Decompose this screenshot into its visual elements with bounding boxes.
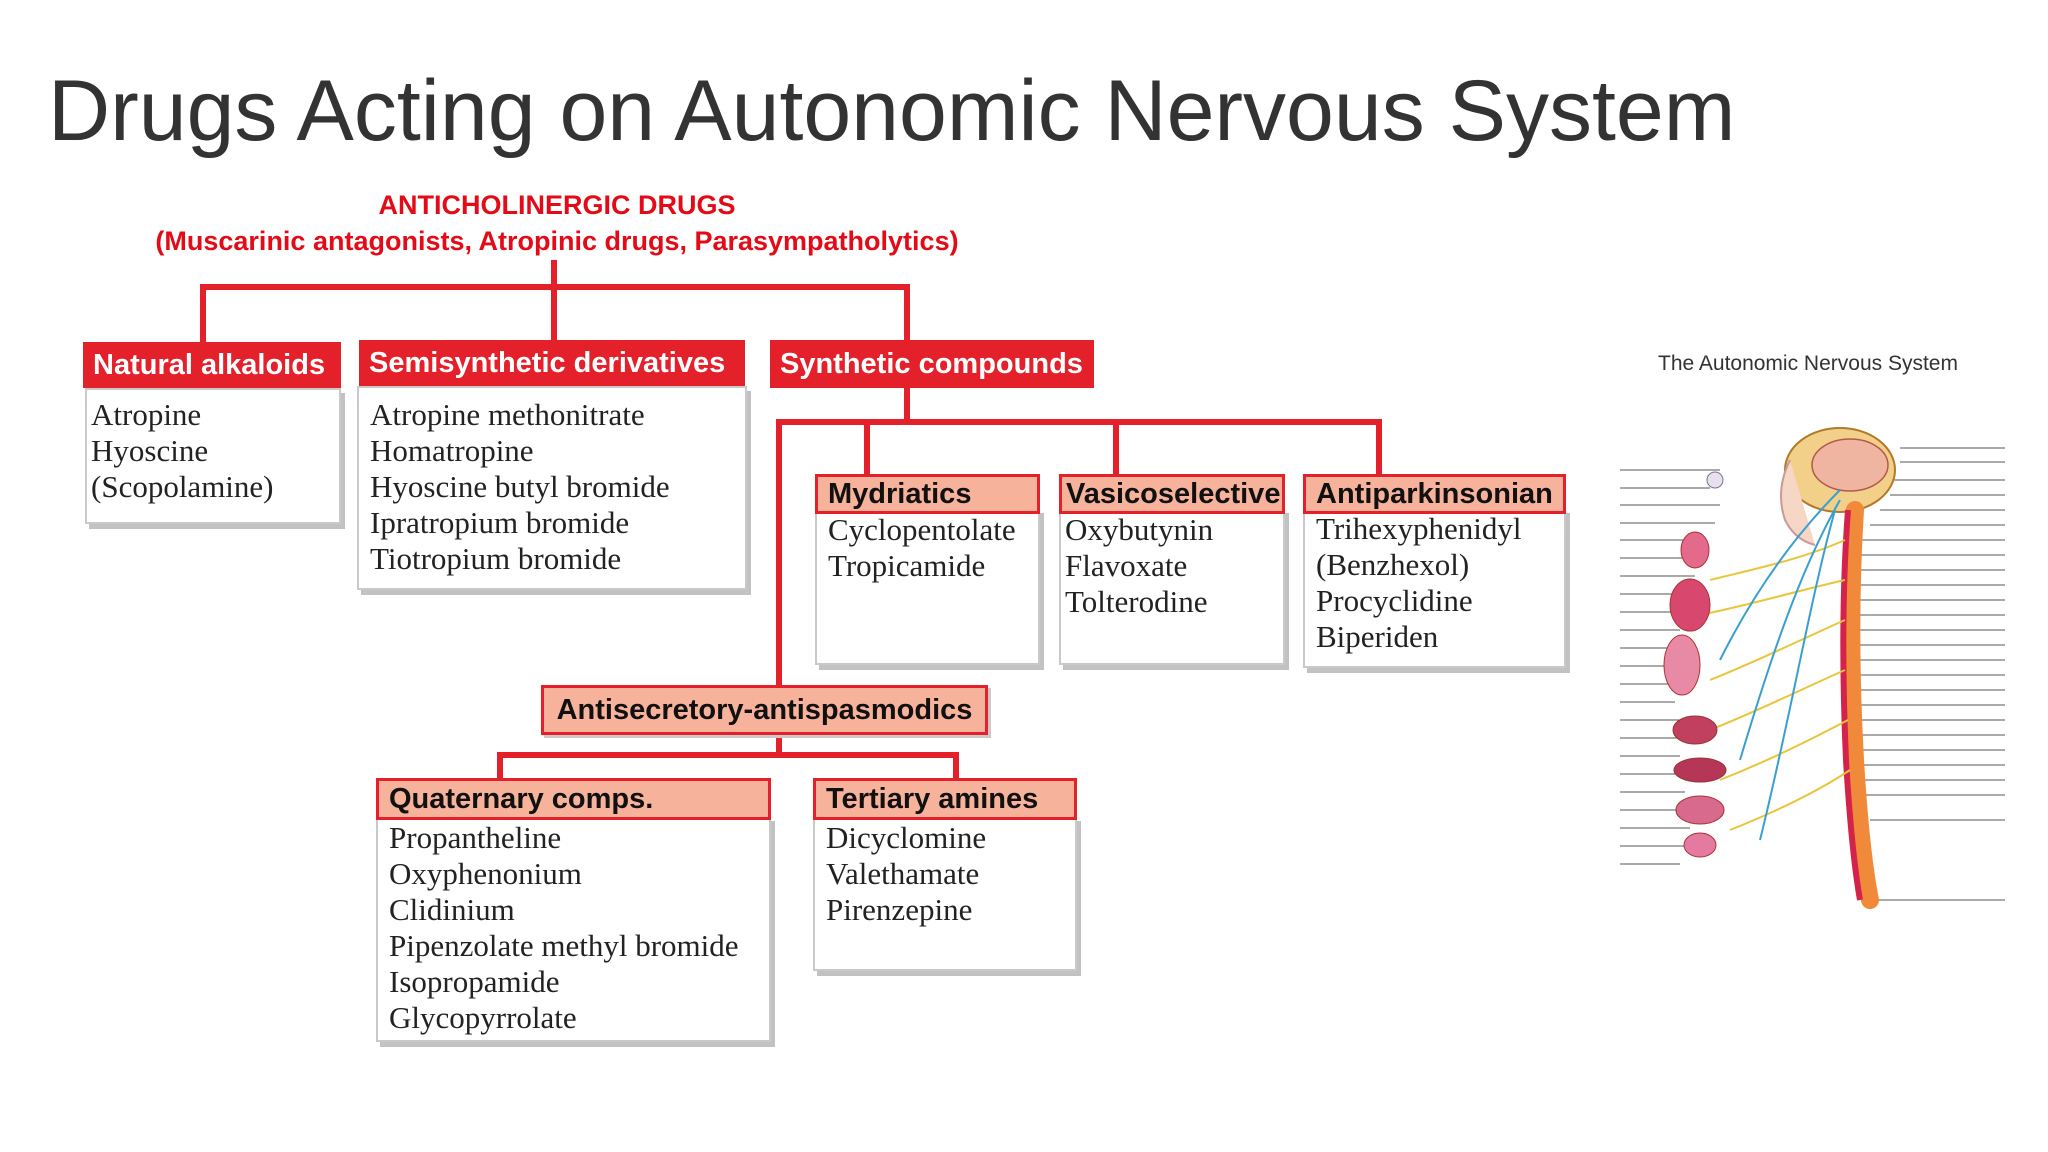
connector bbox=[200, 284, 206, 342]
drug-item: Clidinium bbox=[389, 892, 515, 927]
drug-item: Glycopyrrolate bbox=[389, 1000, 577, 1035]
connector bbox=[904, 284, 910, 342]
drug-item: Trihexyphenidyl bbox=[1316, 511, 1522, 546]
root-title: ANTICHOLINERGIC DRUGS bbox=[378, 190, 736, 220]
drug-item: Pirenzepine bbox=[826, 892, 973, 927]
drug-item: Tiotropium bromide bbox=[370, 541, 622, 576]
drug-item: Biperiden bbox=[1316, 619, 1439, 654]
drug-item: Pipenzolate methyl bromide bbox=[389, 928, 739, 963]
semisynthetic-header: Semisynthetic derivatives bbox=[359, 340, 745, 386]
connector bbox=[904, 387, 910, 422]
mydriatics-list: Cyclopentolate Tropicamide bbox=[828, 512, 1016, 584]
drug-item: Tolterodine bbox=[1065, 584, 1208, 619]
mydriatics-header: Mydriatics bbox=[815, 474, 1040, 514]
natural-alkaloids-header: Natural alkaloids bbox=[83, 342, 341, 388]
connector bbox=[1376, 419, 1382, 475]
drug-item: Isopropamide bbox=[389, 964, 560, 999]
natural-alkaloids-list: Atropine Hyoscine (Scopolamine) bbox=[91, 397, 274, 505]
drug-item: (Scopolamine) bbox=[91, 469, 274, 504]
antiparkinsonian-header: Antiparkinsonian bbox=[1303, 474, 1566, 514]
quaternary-header: Quaternary comps. bbox=[376, 778, 771, 820]
drug-item: Atropine bbox=[91, 397, 202, 432]
drug-item: Oxyphenonium bbox=[389, 856, 582, 891]
slide-title: Drugs Acting on Autonomic Nervous System bbox=[48, 63, 1736, 159]
tertiary-list: Dicyclomine Valethamate Pirenzepine bbox=[826, 820, 986, 928]
drug-item: Ipratropium bromide bbox=[370, 505, 630, 540]
connector bbox=[776, 419, 1382, 425]
ans-caption: The Autonomic Nervous System bbox=[1658, 352, 1958, 375]
drug-item: Valethamate bbox=[826, 856, 980, 891]
tertiary-header: Tertiary amines bbox=[813, 778, 1077, 820]
connector bbox=[497, 752, 959, 758]
drug-item: Atropine methonitrate bbox=[370, 397, 645, 432]
connector bbox=[497, 752, 503, 780]
ans-illustration: The Autonomic Nervous System bbox=[1600, 340, 2048, 940]
quaternary-box bbox=[376, 816, 771, 1042]
connector bbox=[864, 419, 870, 475]
vasicoselective-list: Oxybutynin Flavoxate Tolterodine bbox=[1065, 512, 1213, 620]
drug-item: Hyoscine bbox=[91, 433, 209, 468]
connector bbox=[776, 734, 782, 755]
connector bbox=[551, 260, 557, 286]
semisynthetic-list: Atropine methonitrate Homatropine Hyosci… bbox=[370, 397, 670, 577]
tertiary-box bbox=[813, 816, 1077, 971]
drug-item: Homatropine bbox=[370, 433, 534, 468]
ans-anatomy-figure bbox=[1620, 427, 2005, 909]
drug-item: (Benzhexol) bbox=[1316, 547, 1470, 582]
root-subtitle: (Muscarinic antagonists, Atropinic drugs… bbox=[155, 226, 959, 256]
antisecretory-header: Antisecretory-antispasmodics bbox=[541, 685, 988, 735]
drug-item: Tropicamide bbox=[828, 548, 986, 583]
antiparkinsonian-list: Trihexyphenidyl (Benzhexol) Procyclidine… bbox=[1316, 511, 1522, 655]
connector bbox=[953, 752, 959, 780]
natural-alkaloids-box bbox=[85, 388, 341, 524]
vasicoselective-header: Vasicoselective bbox=[1059, 474, 1285, 514]
connector bbox=[1113, 419, 1119, 475]
connector bbox=[776, 419, 782, 687]
drug-item: Flavoxate bbox=[1065, 548, 1188, 583]
drug-item: Cyclopentolate bbox=[828, 512, 1016, 547]
drug-item: Hyoscine butyl bromide bbox=[370, 469, 670, 504]
drug-item: Procyclidine bbox=[1316, 583, 1473, 618]
vasicoselective-box bbox=[1059, 508, 1285, 665]
drug-item: Propantheline bbox=[389, 820, 562, 855]
connector bbox=[551, 284, 557, 342]
drug-item: Dicyclomine bbox=[826, 820, 987, 855]
drug-item: Oxybutynin bbox=[1065, 512, 1214, 547]
semisynthetic-box bbox=[357, 386, 747, 590]
synthetic-header: Synthetic compounds bbox=[770, 340, 1094, 388]
quaternary-list: Propantheline Oxyphenonium Clidinium Pip… bbox=[389, 820, 739, 1036]
